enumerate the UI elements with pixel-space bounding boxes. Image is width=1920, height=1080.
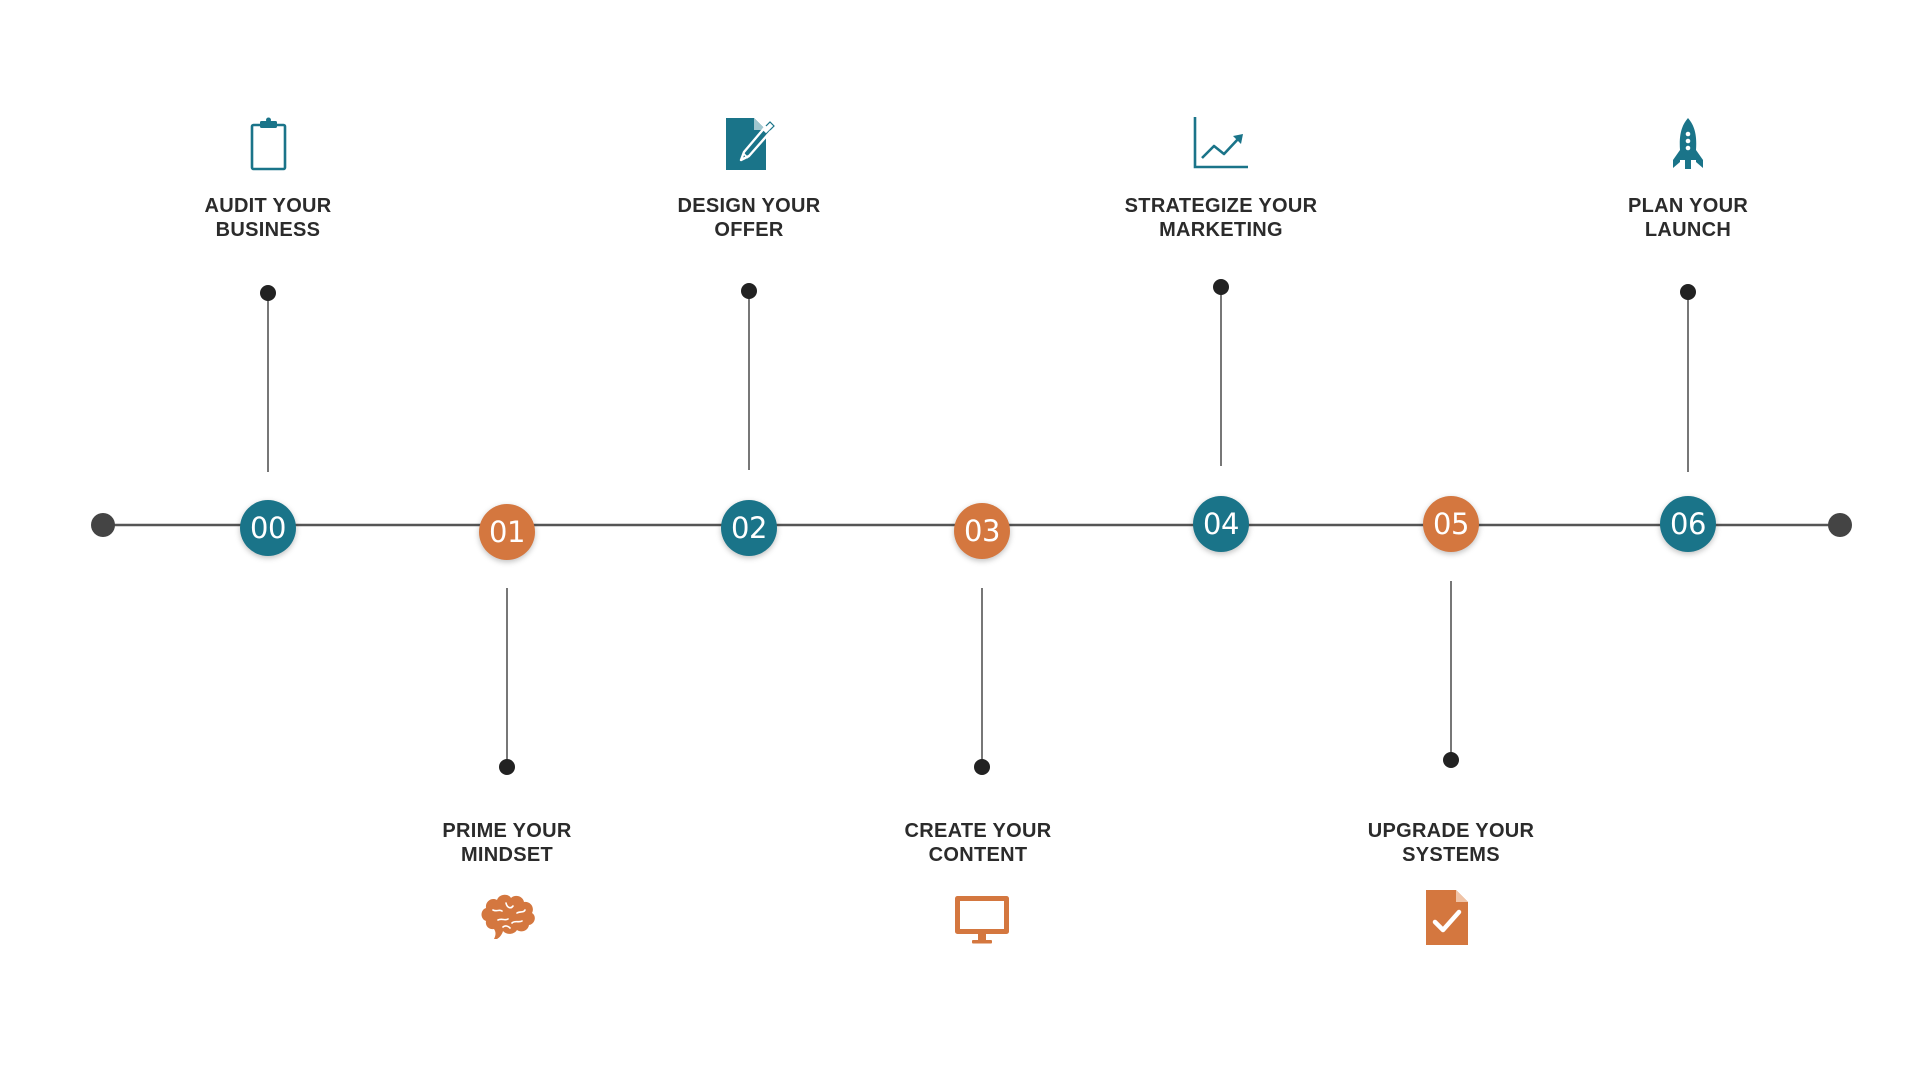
step-number-01: 01: [489, 515, 525, 549]
step-title-02: DESIGN YOUR OFFER: [677, 195, 821, 241]
connector-dot-05: [1443, 752, 1459, 768]
step-number-06: 06: [1670, 507, 1706, 541]
step-title-00: AUDIT YOUR BUSINESS: [204, 195, 332, 241]
step-title-04: STRATEGIZE YOUR MARKETING: [1124, 195, 1318, 241]
clipboard-icon: [233, 112, 303, 182]
timeline-start-dot: [91, 513, 115, 537]
step-number-03: 03: [964, 514, 1000, 548]
step-badge-04: 04: [1193, 496, 1249, 552]
step-badge-03: 03: [954, 503, 1010, 559]
step-title-01: PRIME YOUR MINDSET: [442, 820, 572, 866]
step-badge-06: 06: [1660, 496, 1716, 552]
connector-dot-06: [1680, 284, 1696, 300]
step-number-00: 00: [250, 511, 286, 545]
step-badge-00: 00: [240, 500, 296, 556]
rocket-icon: [1653, 112, 1723, 182]
document-pen-icon: [714, 112, 784, 182]
step-badge-01: 01: [479, 504, 535, 560]
monitor-icon: [947, 883, 1017, 953]
line-chart-icon: [1186, 112, 1256, 182]
step-number-02: 02: [731, 511, 767, 545]
step-title-06: PLAN YOUR LAUNCH: [1627, 195, 1749, 241]
connector-dot-03: [974, 759, 990, 775]
step-badge-05: 05: [1423, 496, 1479, 552]
connector-dot-01: [499, 759, 515, 775]
connector-dot-04: [1213, 279, 1229, 295]
step-title-05: UPGRADE YOUR SYSTEMS: [1367, 820, 1535, 866]
brain-icon: [472, 883, 542, 953]
step-number-04: 04: [1203, 507, 1239, 541]
timeline-end-dot: [1828, 513, 1852, 537]
document-check-icon: [1412, 883, 1482, 953]
step-badge-02: 02: [721, 500, 777, 556]
step-title-03: CREATE YOUR CONTENT: [904, 820, 1052, 866]
connector-dot-02: [741, 283, 757, 299]
connector-dot-00: [260, 285, 276, 301]
step-number-05: 05: [1433, 507, 1469, 541]
